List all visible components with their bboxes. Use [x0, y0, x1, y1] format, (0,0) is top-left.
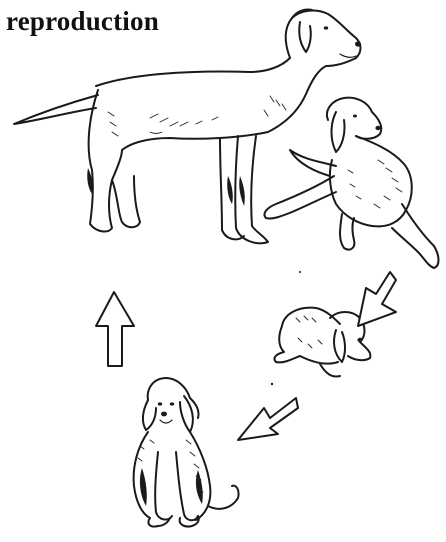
lying-dog [264, 98, 438, 268]
sitting-puppy [134, 378, 239, 527]
speck [299, 271, 301, 273]
arrow-down-left [358, 272, 396, 326]
arrow-up [96, 292, 134, 366]
adult-dog [14, 9, 361, 243]
arrow-puppy-to-sitting [238, 398, 298, 440]
speck [271, 383, 273, 385]
small-puppy [274, 308, 370, 377]
